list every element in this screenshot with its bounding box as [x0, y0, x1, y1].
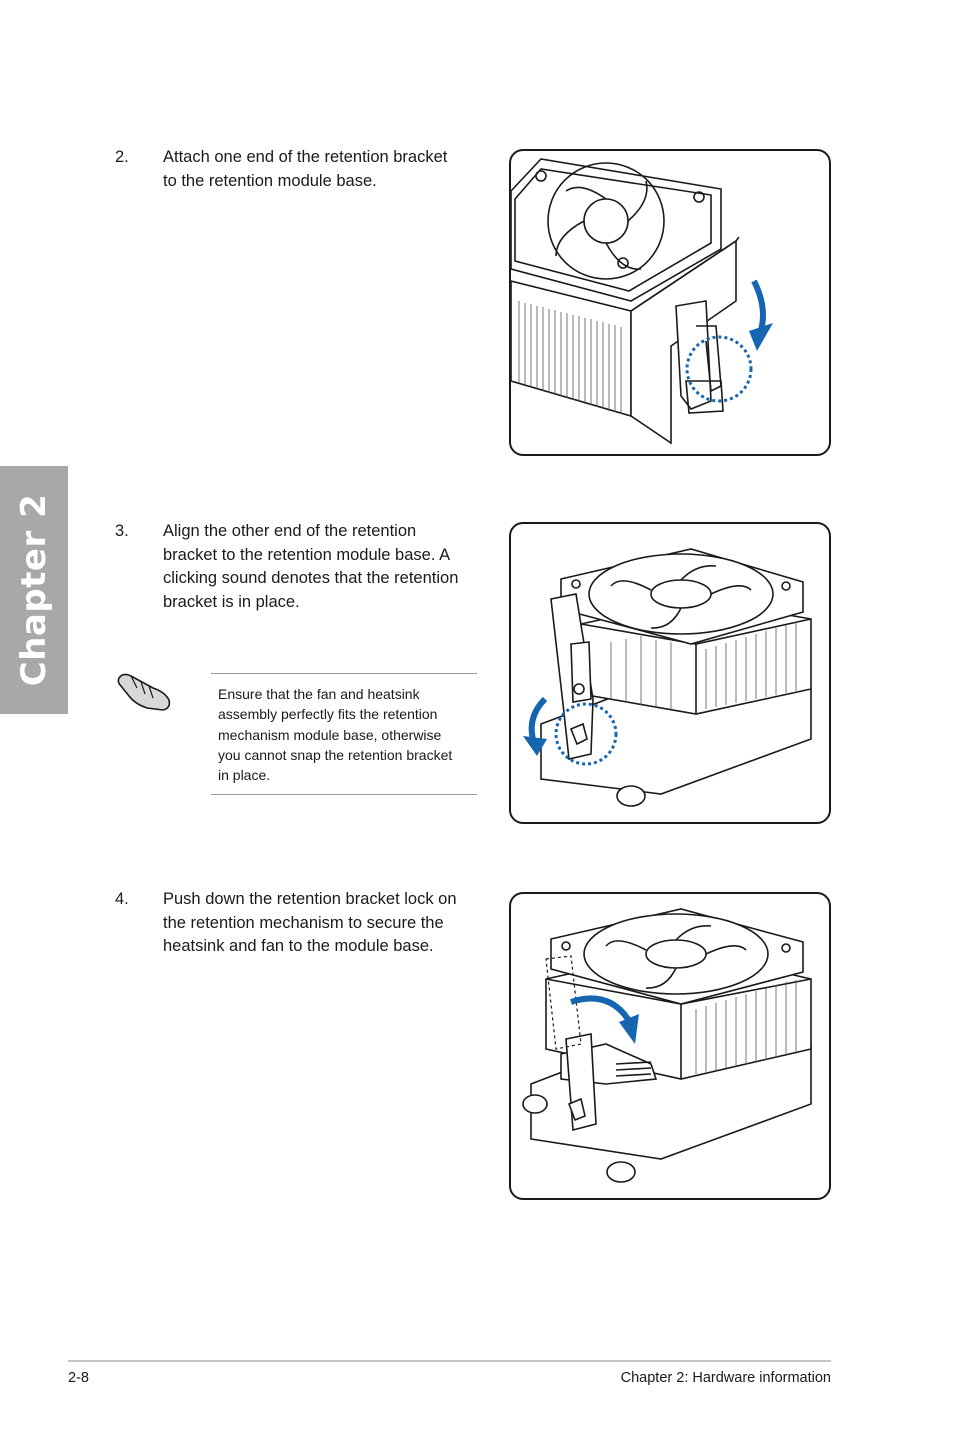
step-line: bracket is in place. [163, 592, 300, 611]
heatsink-side-illustration [511, 158, 773, 445]
step-line: Attach one end of the retention bracket [163, 148, 448, 166]
note-line: assembly perfectly fits the retention [218, 706, 438, 723]
step-3: 3. Align the other end of the retention … [115, 520, 485, 620]
figure-lock-bracket [509, 892, 831, 1200]
step-text: Attach one end of the retention bracket … [163, 146, 447, 193]
footer-section-title: Chapter 2: Hardware information [620, 1370, 831, 1386]
step-number: 2. [115, 148, 129, 166]
step-line: to the retention module base. [163, 171, 377, 190]
step-2: 2. Attach one end of the retention brack… [115, 146, 485, 206]
note-line: in place. [218, 767, 271, 784]
note-box: Ensure that the fan and heatsink assembl… [211, 673, 477, 795]
chapter-tab: Chapter 2 [0, 466, 68, 714]
footer-rule [68, 1360, 831, 1362]
note-line: Ensure that the fan and heatsink [218, 686, 420, 702]
step-line: Push down the retention bracket lock on [163, 890, 457, 908]
step-number: 3. [115, 522, 129, 540]
step-line: heatsink and fan to the module base. [163, 937, 434, 955]
step-line: clicking sound denotes that the retentio… [163, 569, 459, 587]
note-line: you cannot snap the retention bracket [218, 746, 453, 763]
step-text: Align the other end of the retention bra… [163, 520, 458, 614]
step-line: the retention mechanism to secure the [163, 913, 444, 932]
chapter-tab-label: Chapter 2 [14, 493, 54, 687]
note-line: mechanism module base, otherwise [218, 726, 442, 743]
note-text: Ensure that the fan and heatsink assembl… [218, 684, 476, 785]
heatsink-iso-illustration [523, 548, 812, 807]
heatsink-lock-illustration [522, 908, 812, 1183]
step-number: 4. [115, 890, 129, 908]
page-number: 2-8 [68, 1370, 89, 1386]
figure-align-bracket [509, 522, 831, 824]
figure-attach-bracket [509, 149, 831, 456]
step-text: Push down the retention bracket lock on … [163, 888, 457, 959]
step-4: 4. Push down the retention bracket lock … [115, 888, 485, 963]
hand-note-icon [117, 673, 171, 711]
step-line: bracket to the retention module base. A [163, 545, 451, 564]
step-line: Align the other end of the retention [163, 522, 417, 540]
